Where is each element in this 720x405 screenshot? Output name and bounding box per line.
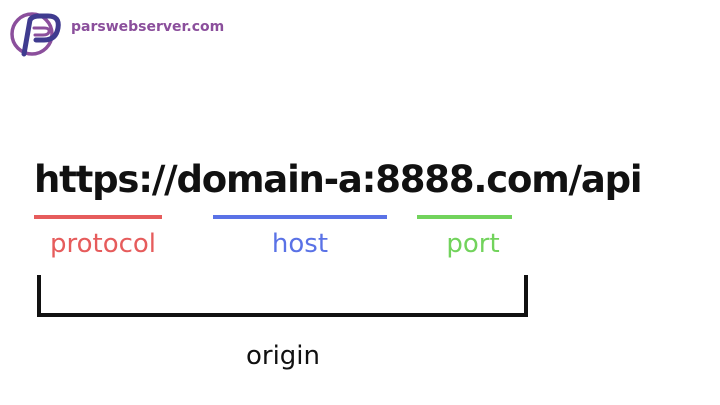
origin-bracket bbox=[37, 275, 528, 317]
brand-logo-icon bbox=[10, 12, 61, 57]
brand-site-name[interactable]: parswebserver.com bbox=[71, 19, 225, 35]
url-text: https://domain-a:8888.com/api bbox=[34, 158, 643, 201]
protocol-label: protocol bbox=[49, 229, 157, 259]
origin-label: origin bbox=[245, 341, 321, 371]
host-underline bbox=[213, 215, 387, 219]
host-label: host bbox=[271, 229, 329, 259]
protocol-underline bbox=[34, 215, 162, 219]
port-underline bbox=[417, 215, 512, 219]
port-label: port bbox=[446, 229, 500, 259]
